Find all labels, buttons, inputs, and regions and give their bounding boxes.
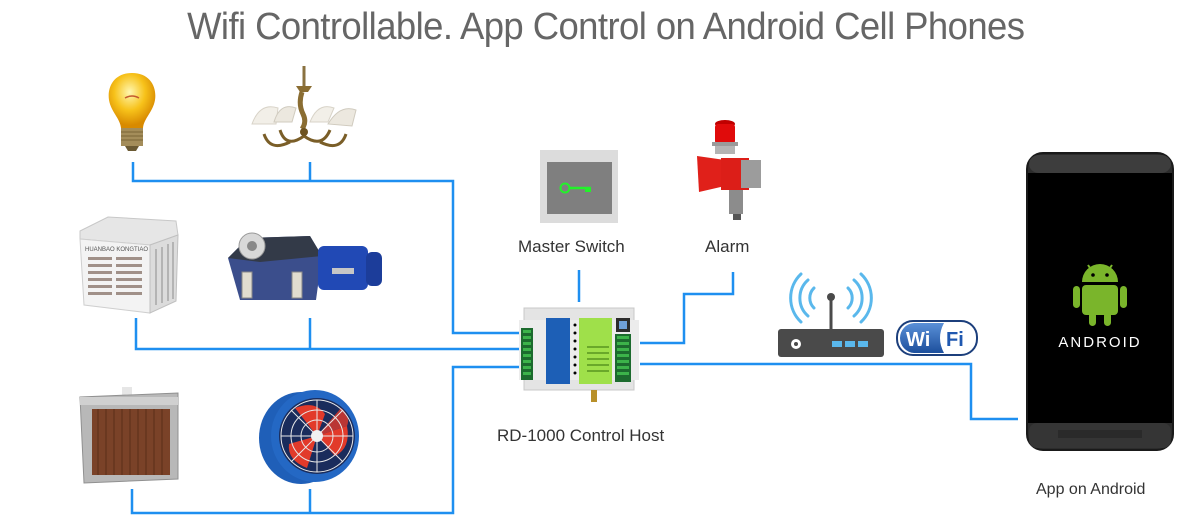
air-cooler-brand: HUANBAO KONGTIAO	[85, 247, 148, 253]
alarm-label: Alarm	[705, 237, 750, 256]
wifi-text-wi: Wi	[906, 329, 930, 351]
axial-fan-device	[255, 386, 367, 486]
page-title: Wifi Controllable. App Control on Androi…	[187, 6, 1025, 48]
control-host-label: RD-1000 Control Host	[497, 426, 665, 445]
wire-air-cooler	[134, 318, 519, 351]
gear-motor-icon	[228, 232, 382, 300]
key-icon	[559, 182, 591, 194]
android-phone-device[interactable]: ANDROID	[1026, 152, 1174, 452]
wire-alarm	[640, 272, 735, 345]
master-switch-panel	[547, 162, 612, 214]
wifi-text-fi: Fi	[946, 329, 964, 351]
router-device[interactable]	[778, 270, 886, 360]
alarm-device[interactable]	[695, 118, 767, 222]
alarm-siren-icon	[697, 120, 761, 220]
android-phone-icon: ANDROID	[1026, 152, 1174, 451]
cooling-pad-device	[78, 385, 182, 485]
light-bulb-device	[102, 70, 162, 155]
cooling-pad-icon	[79, 387, 179, 484]
wire-network	[640, 362, 1018, 421]
air-cooler-device: HUANBAO KONGTIAO	[78, 213, 180, 316]
chandelier-device	[250, 64, 360, 160]
controller-icon	[519, 307, 639, 402]
phone-label: App on Android	[1036, 481, 1146, 498]
master-switch-device[interactable]	[540, 150, 618, 223]
control-host-device[interactable]	[519, 306, 639, 404]
gear-motor-device	[220, 216, 386, 306]
air-cooler-icon: HUANBAO KONGTIAO	[79, 216, 179, 314]
axial-fan-icon	[259, 390, 359, 484]
android-logo-text: ANDROID	[1058, 334, 1141, 351]
wifi-badge: Wi Fi	[896, 320, 978, 356]
light-bulb-icon	[108, 73, 156, 151]
master-switch-label: Master Switch	[518, 237, 625, 256]
chandelier-icon	[251, 66, 357, 148]
wifi-router-icon	[778, 272, 884, 357]
wifi-logo-icon: Wi Fi	[896, 320, 978, 356]
